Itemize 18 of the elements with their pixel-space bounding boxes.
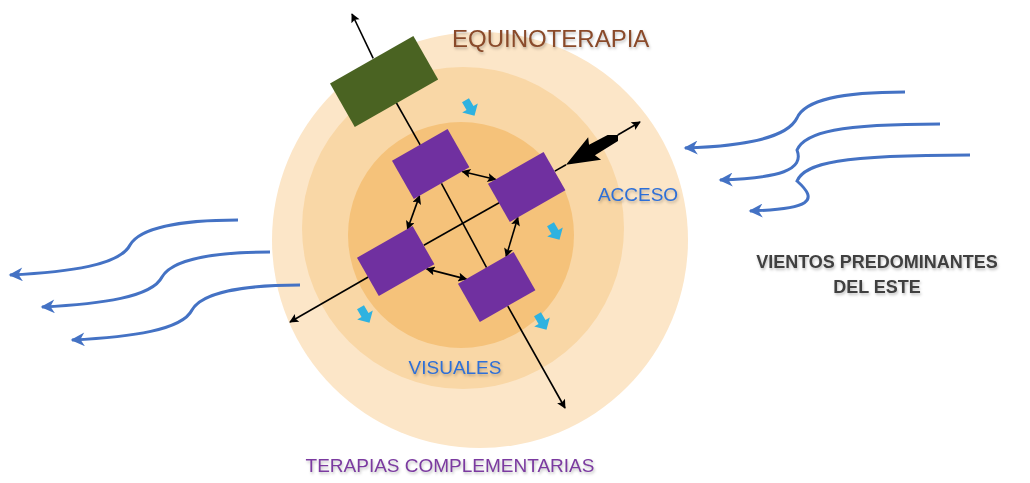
views-label: VISUALES — [407, 355, 503, 380]
arrow — [351, 13, 374, 60]
therapy-label: EQUINOTERAPIA — [452, 24, 648, 55]
connector-line — [395, 101, 421, 146]
arrow — [504, 216, 520, 258]
arrow — [506, 305, 566, 409]
arrow — [289, 276, 370, 323]
arrow — [425, 266, 468, 282]
access-label: ACCESO — [596, 182, 680, 207]
connector-line — [554, 164, 567, 172]
arrow — [461, 169, 497, 182]
connector-line — [423, 201, 500, 247]
arrow — [406, 195, 421, 230]
wind-label: VIENTOS PREDOMINANTES DEL ESTE — [755, 251, 999, 299]
arrow — [616, 121, 641, 136]
entrance-arrow — [566, 135, 618, 165]
therapy-label: TERAPIAS COMPLEMENTARIAS — [304, 453, 596, 478]
connector-line — [440, 182, 488, 269]
